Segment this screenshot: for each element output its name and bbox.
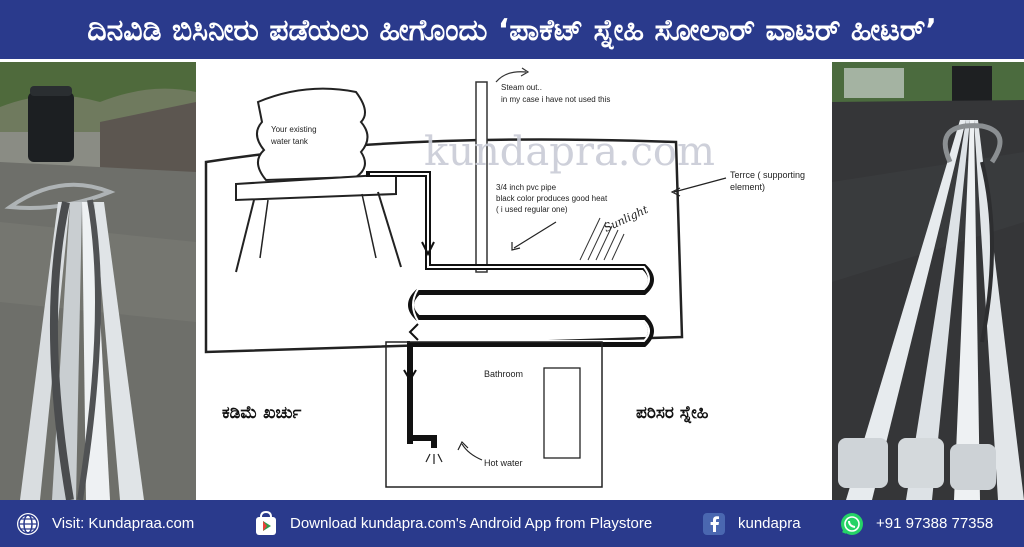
- photo-right-pipes-on-terrace: [832, 62, 1024, 500]
- globe-icon: [14, 510, 42, 538]
- pipe-label-1: 3/4 inch pvc pipe: [496, 183, 557, 192]
- tank-stand: [235, 172, 397, 202]
- bathroom-label: Bathroom: [484, 369, 523, 379]
- playstore-icon: [252, 510, 280, 538]
- steam-out-label-2: in my case i have not used this: [501, 95, 610, 104]
- bathroom-outline: [385, 341, 603, 488]
- tank-label-1: Your existing: [271, 125, 317, 134]
- solar-heater-diagram: Steam out.. in my case i have not used t…: [196, 62, 832, 500]
- whatsapp-text: +91 97388 77358: [876, 515, 994, 532]
- footer-bar: Visit: Kundapraa.com Download kundapra.c…: [0, 500, 1024, 547]
- photo-left-pipes-on-terrace: [0, 62, 196, 500]
- sunlight-rays: [579, 217, 625, 261]
- playstore-link[interactable]: Download kundapra.com's Android App from…: [252, 500, 652, 547]
- playstore-text: Download kundapra.com's Android App from…: [290, 515, 653, 532]
- black-pvc-pipe: [366, 171, 654, 444]
- steam-out-label-1: Steam out..: [501, 83, 542, 92]
- watermark: kundapra.com: [424, 129, 715, 175]
- caption-low-cost: ಕಡಿಮೆ ಖರ್ಚು: [222, 403, 302, 423]
- whatsapp-link[interactable]: +91 97388 77358: [838, 500, 993, 547]
- website-text: Visit: Kundapraa.com: [52, 515, 195, 532]
- tank-label-2: water tank: [270, 137, 309, 146]
- water-tank: [256, 87, 369, 182]
- page-title: ದಿನವಿಡಿ ಬಿಸಿನೀರು ಪಡೆಯಲು ಹೀಗೊಂದು ‘ಪಾಕೆಟ್ …: [87, 13, 937, 48]
- website-link[interactable]: Visit: Kundapraa.com: [14, 500, 194, 547]
- facebook-text: kundapra: [738, 515, 801, 532]
- steam-out-pipe: [475, 81, 488, 273]
- bathroom-door: [543, 367, 581, 459]
- facebook-link[interactable]: kundapra: [700, 500, 801, 547]
- whatsapp-icon: [838, 510, 866, 538]
- sunlight-label: Sunlight: [602, 203, 651, 235]
- hot-water-label: Hot water: [484, 458, 523, 468]
- terrace-label-1: Terrce ( supporting: [730, 170, 805, 180]
- pipe-label-3: ( i used regular one): [496, 205, 568, 214]
- terrace-label-2: element): [730, 182, 765, 192]
- title-bar: ದಿನವಿಡಿ ಬಿಸಿನೀರು ಪಡೆಯಲು ಹೀಗೊಂದು ‘ಪಾಕೆಟ್ …: [0, 0, 1024, 62]
- caption-eco-friendly: ಪರಿಸರ ಸ್ನೇಹಿ: [636, 403, 709, 424]
- facebook-icon: [700, 510, 728, 538]
- tap: [410, 435, 437, 448]
- pipe-label-2: black color produces good heat: [496, 194, 608, 203]
